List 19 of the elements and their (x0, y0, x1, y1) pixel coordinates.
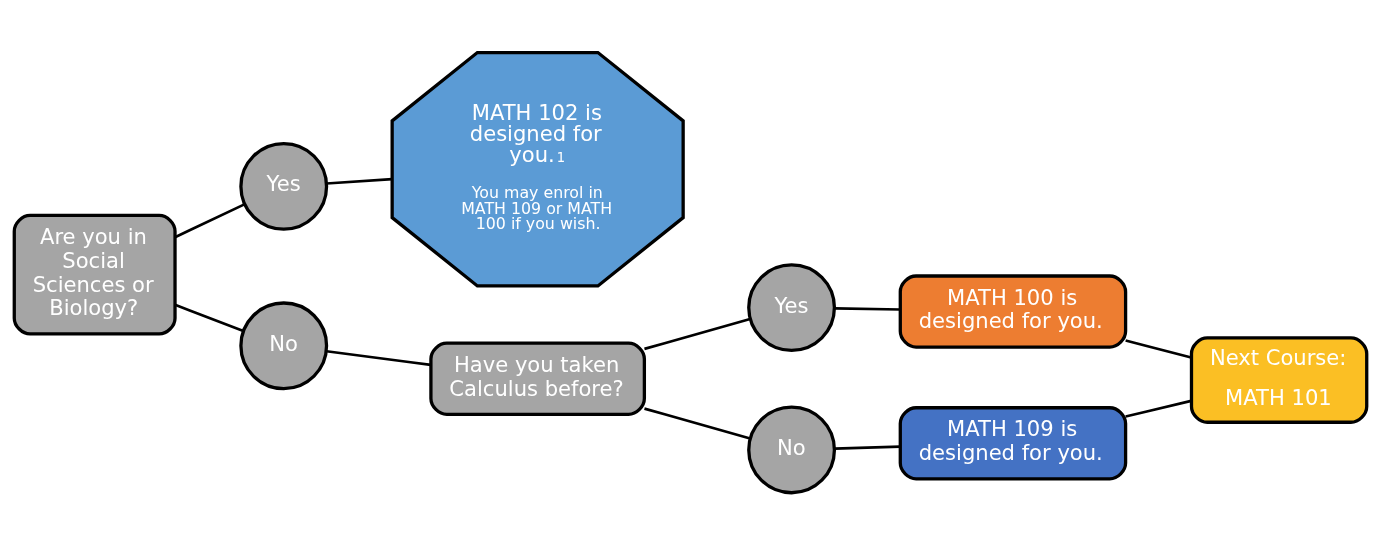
connector (174, 203, 245, 239)
node-box: MATH 100 is designed for you. (898, 274, 1128, 349)
connector (326, 349, 431, 367)
connector (1125, 399, 1192, 418)
node-circle: Yes (747, 263, 837, 353)
connector (1125, 339, 1192, 359)
node-circle: No (239, 301, 329, 391)
connector (174, 303, 244, 333)
connector (834, 445, 901, 450)
connector (644, 407, 751, 440)
connector (644, 317, 751, 351)
connector (834, 307, 901, 311)
node-box: Are you in Social Sciences or Biology? (12, 213, 177, 336)
connector (326, 177, 393, 185)
node-box: Next Course: MATH 101 (1189, 336, 1369, 424)
node-circle: Yes (239, 141, 329, 231)
node-box: MATH 109 is designed for you. (898, 406, 1128, 481)
node-box: Have you taken Calculus before? (429, 341, 647, 416)
node-circle: No (747, 405, 837, 495)
